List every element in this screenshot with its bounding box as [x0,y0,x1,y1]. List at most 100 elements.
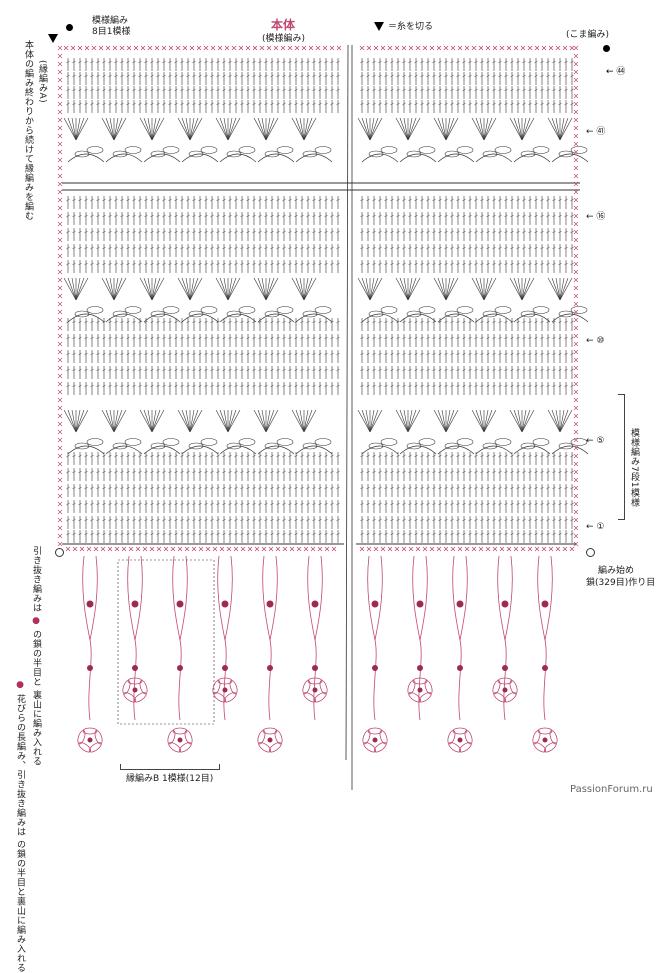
stitch-bar [156,88,160,92]
stitch-grid [57,44,589,790]
leaf-stitch [200,146,218,154]
fan-stitch [369,409,379,433]
stitch-bar [210,246,214,250]
stitch-bar [570,336,574,340]
stitch-bar [360,60,364,64]
stitch-bar [84,454,88,458]
repeat-box [117,559,215,725]
flower-center [542,737,548,743]
stitch-bar [192,60,196,64]
fan-stitch [189,117,199,141]
stitch-bar [516,368,520,372]
stitch-bar [468,518,472,522]
stitch-bar [174,60,178,64]
stitch-bar [516,384,520,388]
edge-mark [57,133,63,139]
stitch-bar [492,454,496,458]
stitch-bar [468,246,472,250]
chain-arch [361,313,399,323]
stitch-bar [264,368,268,372]
fan-stitch [181,117,191,141]
edge-mark [57,477,63,483]
stitch-bar [192,384,196,388]
edge-mark [57,461,63,467]
stitch-bar [492,384,496,388]
single-crochet-mark [478,546,484,552]
stitch-bar [288,384,292,388]
edge-mark [573,413,579,419]
single-crochet-mark [266,45,272,51]
single-crochet-mark [191,546,197,552]
stitch-bar [558,88,562,92]
single-crochet-mark [485,546,491,552]
stitch-bar [114,502,118,506]
single-crochet-mark [464,546,470,552]
stitch-bar [162,214,166,218]
stitch-bar [432,214,436,218]
fan-stitch [551,117,561,141]
stitch-bar [366,502,370,506]
stitch-bar [396,246,400,250]
stitch-bar [312,198,316,202]
stitch-bar [168,352,172,356]
stitch-bar [330,102,334,106]
stitch-bar [180,502,184,506]
stitch-bar [228,60,232,64]
stitch-bar [66,368,70,372]
fringe-chain [224,555,233,641]
stitch-bar [516,320,520,324]
stitch-bar [378,454,382,458]
fan-stitch [189,117,203,141]
stitch-bar [486,352,490,356]
fan-stitch [101,117,115,141]
leaf-stitch [238,438,256,446]
cut-yarn-note: ＝糸を切る [388,22,434,32]
stitch-bar [414,470,418,474]
stitch-bar [132,352,136,356]
leaf-stitch [494,306,512,314]
stitch-bar [276,60,280,64]
flower-petal [458,742,472,753]
edge-mark [57,333,63,339]
leaf-stitch [532,306,550,314]
stitch-bar [558,486,562,490]
single-crochet-mark [161,45,167,51]
stitch-bar [222,470,226,474]
stitch-bar [240,470,244,474]
slip-stitch-dot [542,665,548,671]
stitch-bar [198,336,202,340]
stitch-bar [72,486,76,490]
stitch-bar [294,502,298,506]
fan-stitch [479,117,485,141]
stitch-bar [504,262,508,266]
stitch-bar [540,384,544,388]
stitch-bar [330,368,334,372]
fan-stitch [71,117,77,141]
stitch-bar [318,384,322,388]
fan-stitch [189,409,199,433]
stitch-bar [222,320,226,324]
stitch-bar [372,368,376,372]
stitch-bar [72,198,76,202]
single-crochet-mark [422,45,428,51]
edge-mark [57,437,63,443]
fan-stitch [295,277,305,301]
stitch-bar [246,470,250,474]
stitch-bar [180,384,184,388]
stitch-bar [132,246,136,250]
fan-stitch [147,117,153,141]
fan-stitch [437,277,447,301]
stitch-bar [408,454,412,458]
stitch-bar [282,246,286,250]
stitch-bar [552,352,556,356]
stitch-bar [360,336,364,340]
fan-stitch [303,117,317,141]
stitch-bar [294,214,298,218]
stitch-bar [252,102,256,106]
stitch-bar [366,88,370,92]
single-crochet-mark [548,45,554,51]
stitch-bar [222,262,226,266]
edge-mark [573,461,579,467]
stitch-bar [336,336,340,340]
stitch-bar [102,518,106,522]
